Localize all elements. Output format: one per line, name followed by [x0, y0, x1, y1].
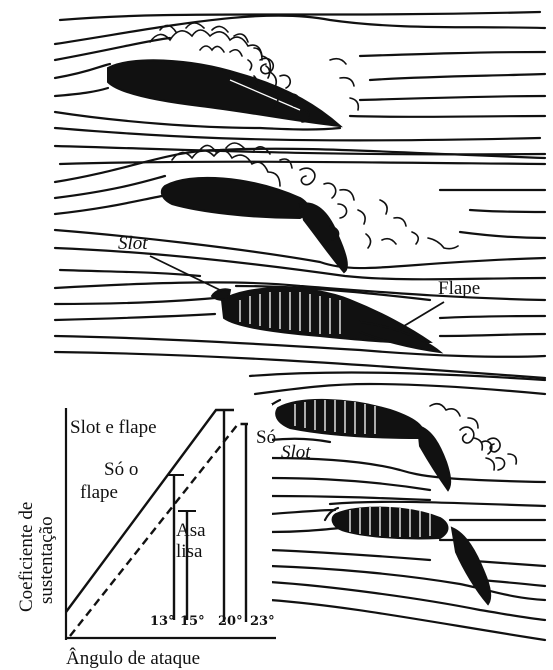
tick-20: 20°: [218, 614, 243, 629]
y-axis-title-line2: sustentação: [36, 516, 57, 604]
y-axis-title-line1: Coeficiente de: [16, 502, 37, 612]
panel-slot-and-flap-right: [250, 373, 545, 490]
panel-bottom-wing: [270, 496, 545, 640]
series-label-only-flap-2: flape: [80, 482, 118, 503]
slot-label: Slot: [118, 233, 148, 254]
panel-flap-only: [55, 143, 545, 279]
slot-flap-airfoil-right: [276, 400, 423, 438]
series-label-plain-wing-2: lisa: [176, 541, 203, 562]
tick-23: 23°: [250, 614, 275, 629]
tick-15: 15°: [180, 614, 205, 629]
flap-pointer: [404, 302, 444, 326]
flap-only-airfoil: [162, 178, 308, 218]
flap-label: Flape: [438, 278, 480, 299]
plain-wing-airfoil: [108, 60, 340, 126]
tick-13: 13°: [150, 614, 175, 629]
lift-coefficient-chart: Slot e flape Só o flape Asa lisa Só Slot…: [16, 404, 311, 669]
series-label-plain-wing-1: Asa: [176, 520, 206, 541]
series-label-only-slot-prefix: Só: [256, 427, 276, 448]
series-label-only-slot: Slot: [281, 442, 311, 463]
series-label-only-flap-1: Só o: [104, 459, 138, 480]
slot-flap-flap-right: [418, 426, 450, 490]
series-label-slot-and-flap: Slot e flape: [70, 417, 157, 438]
panel-plain-wing: [55, 12, 545, 154]
flap-only-flap: [300, 203, 347, 272]
x-axis-title: Ângulo de ataque: [66, 647, 200, 669]
